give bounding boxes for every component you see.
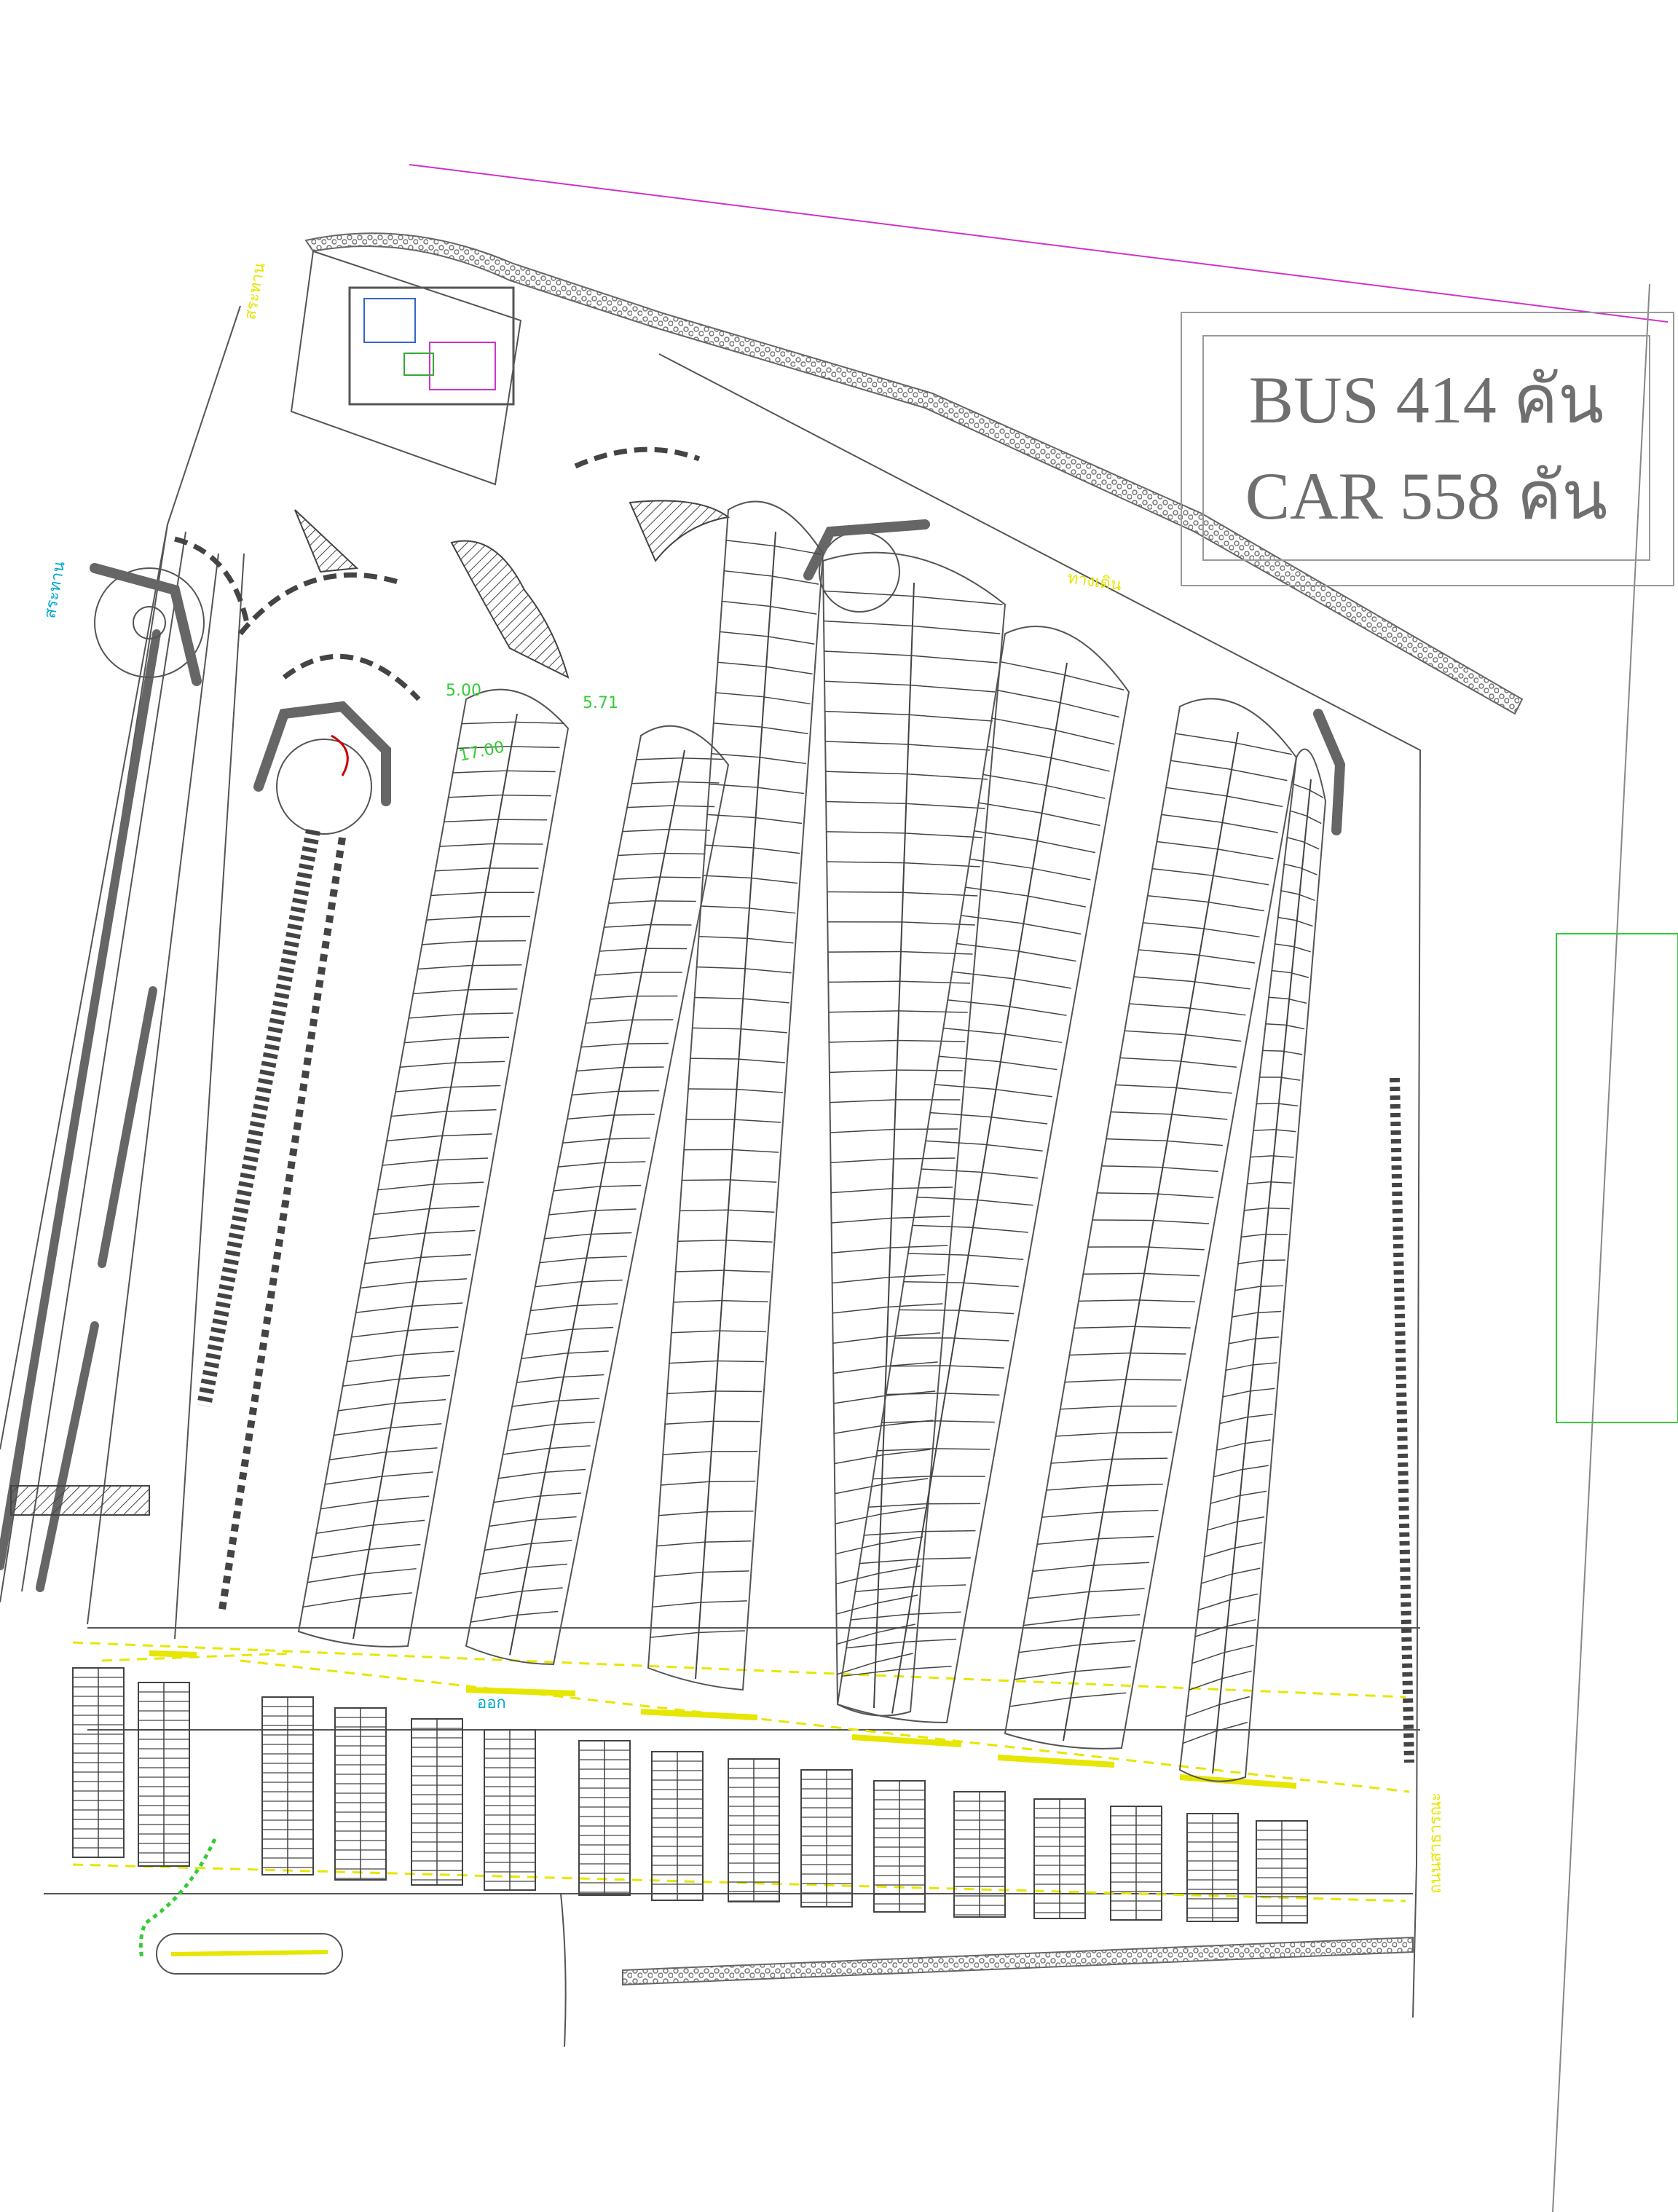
car-row-16	[1256, 1820, 1308, 1924]
exit-sign-label: ออก	[477, 1694, 506, 1712]
left-access-road	[0, 524, 245, 1640]
car-row-8	[651, 1751, 704, 1901]
building-room-b	[429, 342, 496, 390]
building-room-c	[403, 353, 434, 376]
roundabout-top	[819, 531, 900, 613]
green-path	[138, 1838, 217, 1960]
car-row-12	[953, 1791, 1006, 1918]
dashed-arc-1	[174, 536, 251, 627]
bus-island-6	[1004, 698, 1298, 1749]
car-row-4	[334, 1707, 387, 1881]
bottom-island-stripe	[170, 1950, 328, 1956]
yellow-lane-lines	[72, 1641, 1410, 1902]
roundabout-turn-curb	[253, 701, 391, 806]
pond-label-left: สระทาน	[41, 560, 68, 620]
main-road-edges	[44, 1627, 1420, 2047]
roundabout-turn	[276, 739, 372, 835]
bus-island-5	[836, 626, 1130, 1724]
yellow-thick-marks	[149, 1650, 1297, 1789]
car-row-1	[72, 1667, 125, 1858]
bus-island-1	[297, 688, 570, 1648]
bus-island-3	[647, 500, 824, 1691]
car-row-5	[411, 1718, 463, 1886]
crosswalk	[10, 1485, 150, 1516]
summary-outer-frame	[1181, 312, 1674, 586]
dashed-arc-3	[282, 653, 421, 701]
building-room-a	[363, 298, 416, 343]
bus-count: BUS 414 คัน	[1248, 363, 1604, 437]
roundabout-left-core	[133, 606, 166, 639]
guardhouse-lot	[290, 250, 522, 486]
car-row-2	[138, 1682, 190, 1867]
parking-summary-box: BUS 414 คัน CAR 558 คัน	[1202, 335, 1650, 561]
bottom-gravel-strip	[622, 1936, 1414, 1986]
roundabout-top-curb	[803, 519, 930, 580]
turn-arrow	[331, 734, 349, 776]
road-label-right: ถนนสาธารณะ	[1427, 1792, 1445, 1894]
dimension-5-00: 5.00	[446, 682, 481, 700]
bus-island-2	[465, 725, 730, 1666]
building	[348, 286, 515, 406]
entrance-island-left	[294, 509, 359, 573]
car-parking-rows	[72, 1667, 1308, 1924]
car-row-13	[1033, 1798, 1086, 1919]
dimension-5-71: 5.71	[583, 694, 618, 712]
dimension-17-00: 17.00	[457, 738, 506, 765]
entrance-island-center	[450, 540, 570, 679]
car-row-9	[728, 1758, 780, 1902]
green-plot	[1556, 933, 1678, 1423]
car-row-7	[578, 1740, 631, 1896]
stair-label: ทางเดิน	[1066, 569, 1122, 594]
bottom-island	[156, 1933, 343, 1975]
roundabout-left	[94, 567, 205, 678]
pond-label-top: สระทาน	[241, 261, 269, 321]
dashed-arc-2	[238, 572, 402, 636]
dashed-arc-4	[574, 446, 701, 469]
left-median-bars	[0, 629, 161, 1592]
car-row-14	[1110, 1806, 1162, 1921]
bus-parking-islands	[297, 500, 1327, 1782]
property-boundary-line	[409, 164, 1669, 323]
bus-island-7	[1178, 748, 1327, 1782]
top-gravel-embankment	[304, 232, 1524, 715]
right-curb	[1313, 709, 1346, 835]
bus-island-4	[822, 551, 1007, 1717]
right-boundary-line	[1552, 283, 1650, 2212]
right-edge-parking	[1390, 1077, 1414, 1763]
left-diagonal-parking	[197, 829, 320, 1407]
car-count: CAR 558 คัน	[1245, 459, 1608, 533]
car-row-10	[800, 1769, 853, 1908]
car-row-6	[484, 1729, 536, 1891]
entrance-island-right	[629, 500, 730, 562]
left-column-parking	[218, 837, 346, 1610]
roundabout-left-curb	[90, 563, 202, 686]
car-row-11	[873, 1780, 926, 1913]
car-row-15	[1186, 1813, 1239, 1922]
car-row-3	[261, 1696, 314, 1876]
